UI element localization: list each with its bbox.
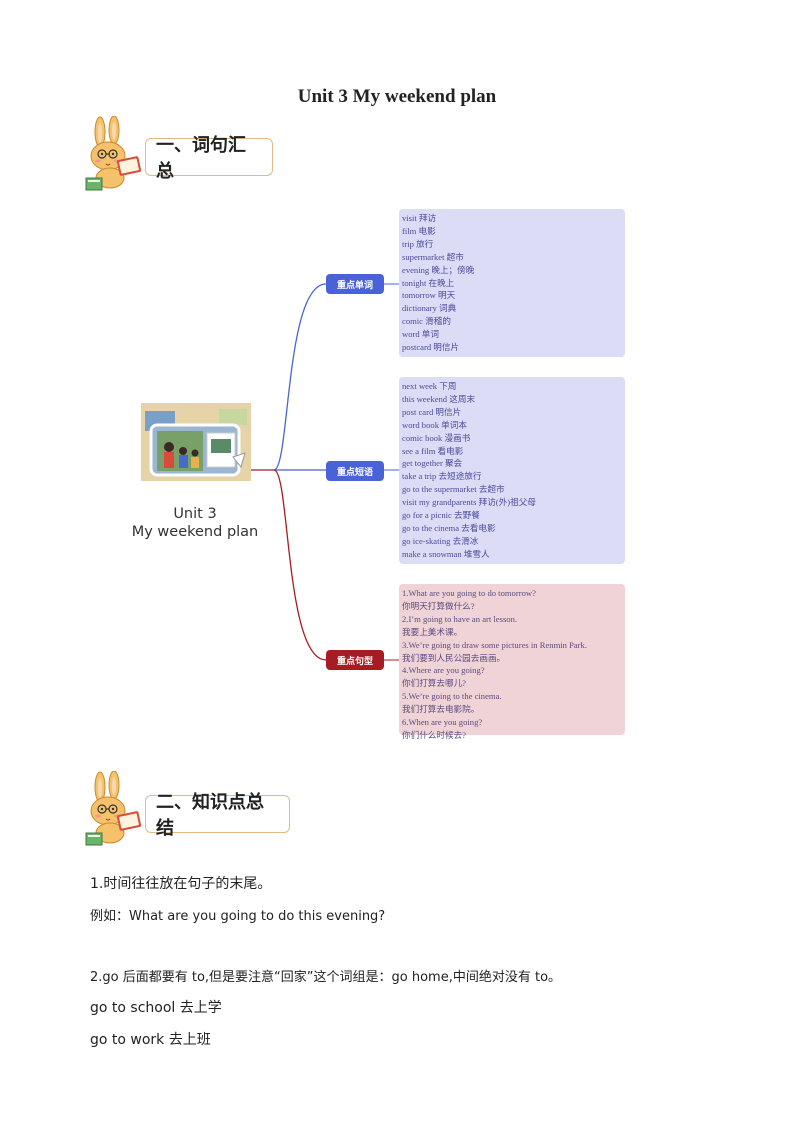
sentence-item: 我们要到人民公园去画画。 (402, 652, 506, 663)
word-item: evening 晚上；傍晚 (402, 264, 475, 275)
point-2-example-1: go to school 去上学 (90, 1000, 222, 1016)
key-sentences-box: 1.What are you going to do tomorrow? 你明天… (399, 584, 625, 740)
tag-key-phrases: 重点短语 (326, 461, 384, 481)
page-title: Unit 3 My weekend plan (297, 86, 497, 107)
word-item: tomorrow 明天 (402, 290, 456, 301)
key-phrases-box: next week 下周 this weekend 这周末 post card … (399, 377, 625, 564)
sentence-item: 2.I’m going to have an art lesson. (402, 613, 518, 624)
center-title-line1: Unit 3 (173, 506, 217, 522)
unit-illustration (141, 403, 251, 481)
sentence-item: 4.Where are you going? (402, 665, 485, 676)
point-2: 2.go 后面都要有 to,但是要注意“回家”这个词组是：go home,中间绝… (90, 970, 562, 985)
phrase-item: visit my grandparents 拜访(外)祖父母 (402, 497, 536, 508)
word-item: film 电影 (402, 225, 436, 236)
sentence-item: 你们什么时候去? (402, 729, 466, 740)
phrase-item: get together 聚会 (402, 458, 463, 469)
word-item: postcard 明信片 (402, 342, 460, 353)
phrase-item: comic book 漫画书 (402, 432, 471, 443)
sentence-item: 1.What are you going to do tomorrow? (402, 588, 536, 598)
sentence-item: 我们打算去电影院。 (402, 704, 480, 715)
phrase-item: this weekend 这周末 (402, 393, 476, 404)
phrase-item: go to the cinema 去看电影 (402, 522, 496, 533)
tag-key-words: 重点单词 (326, 274, 384, 294)
word-item: visit 拜访 (402, 213, 437, 223)
word-item: comic 滑稽的 (402, 316, 451, 327)
rabbit-mascot-icon (85, 116, 142, 191)
phrase-item: word book 单词本 (402, 419, 467, 430)
phrase-item: go for a picnic 去野餐 (402, 510, 480, 521)
point-2-example-2: go to work 去上班 (90, 1032, 211, 1048)
phrase-item: take a trip 去短途旅行 (402, 471, 482, 482)
rabbit-mascot-icon (85, 771, 142, 846)
phrase-item: go ice-skating 去滑冰 (402, 535, 479, 546)
phrase-item: next week 下周 (402, 381, 457, 391)
sentence-item: 5.We’re going to the cinema. (402, 691, 502, 702)
phrase-item: see a film 看电影 (402, 445, 464, 456)
center-title-line2: My weekend plan (131, 524, 259, 540)
word-item: trip 旅行 (402, 238, 434, 249)
sentence-item: 你们打算去哪儿? (402, 678, 466, 689)
key-words-box: visit 拜访 film 电影 trip 旅行 supermarket 超市 … (399, 209, 625, 357)
point-1-example: 例如：What are you going to do this evening… (90, 909, 386, 924)
sentence-item: 你明天打算做什么? (402, 600, 475, 611)
phrase-item: make a snowman 堆雪人 (402, 548, 490, 559)
section-heading-vocab: 一、词句汇总 (145, 135, 273, 182)
section-heading-knowledge: 二、知识点总结 (145, 792, 290, 839)
word-item: dictionary 词典 (402, 303, 457, 314)
word-item: tonight 在晚上 (402, 277, 455, 288)
word-item: word 单词 (402, 329, 439, 340)
point-1: 1.时间往往放在句子的末尾。 (90, 876, 272, 892)
sentence-item: 3.We’re going to draw some pictures in R… (402, 639, 587, 650)
phrase-item: post card 明信片 (402, 406, 462, 417)
sentence-item: 6.When are you going? (402, 717, 483, 728)
phrase-item: go to the supermarket 去超市 (402, 484, 505, 495)
tag-key-sentences: 重点句型 (326, 650, 384, 670)
word-item: supermarket 超市 (402, 251, 464, 262)
sentence-item: 我要上美术课。 (402, 626, 463, 637)
